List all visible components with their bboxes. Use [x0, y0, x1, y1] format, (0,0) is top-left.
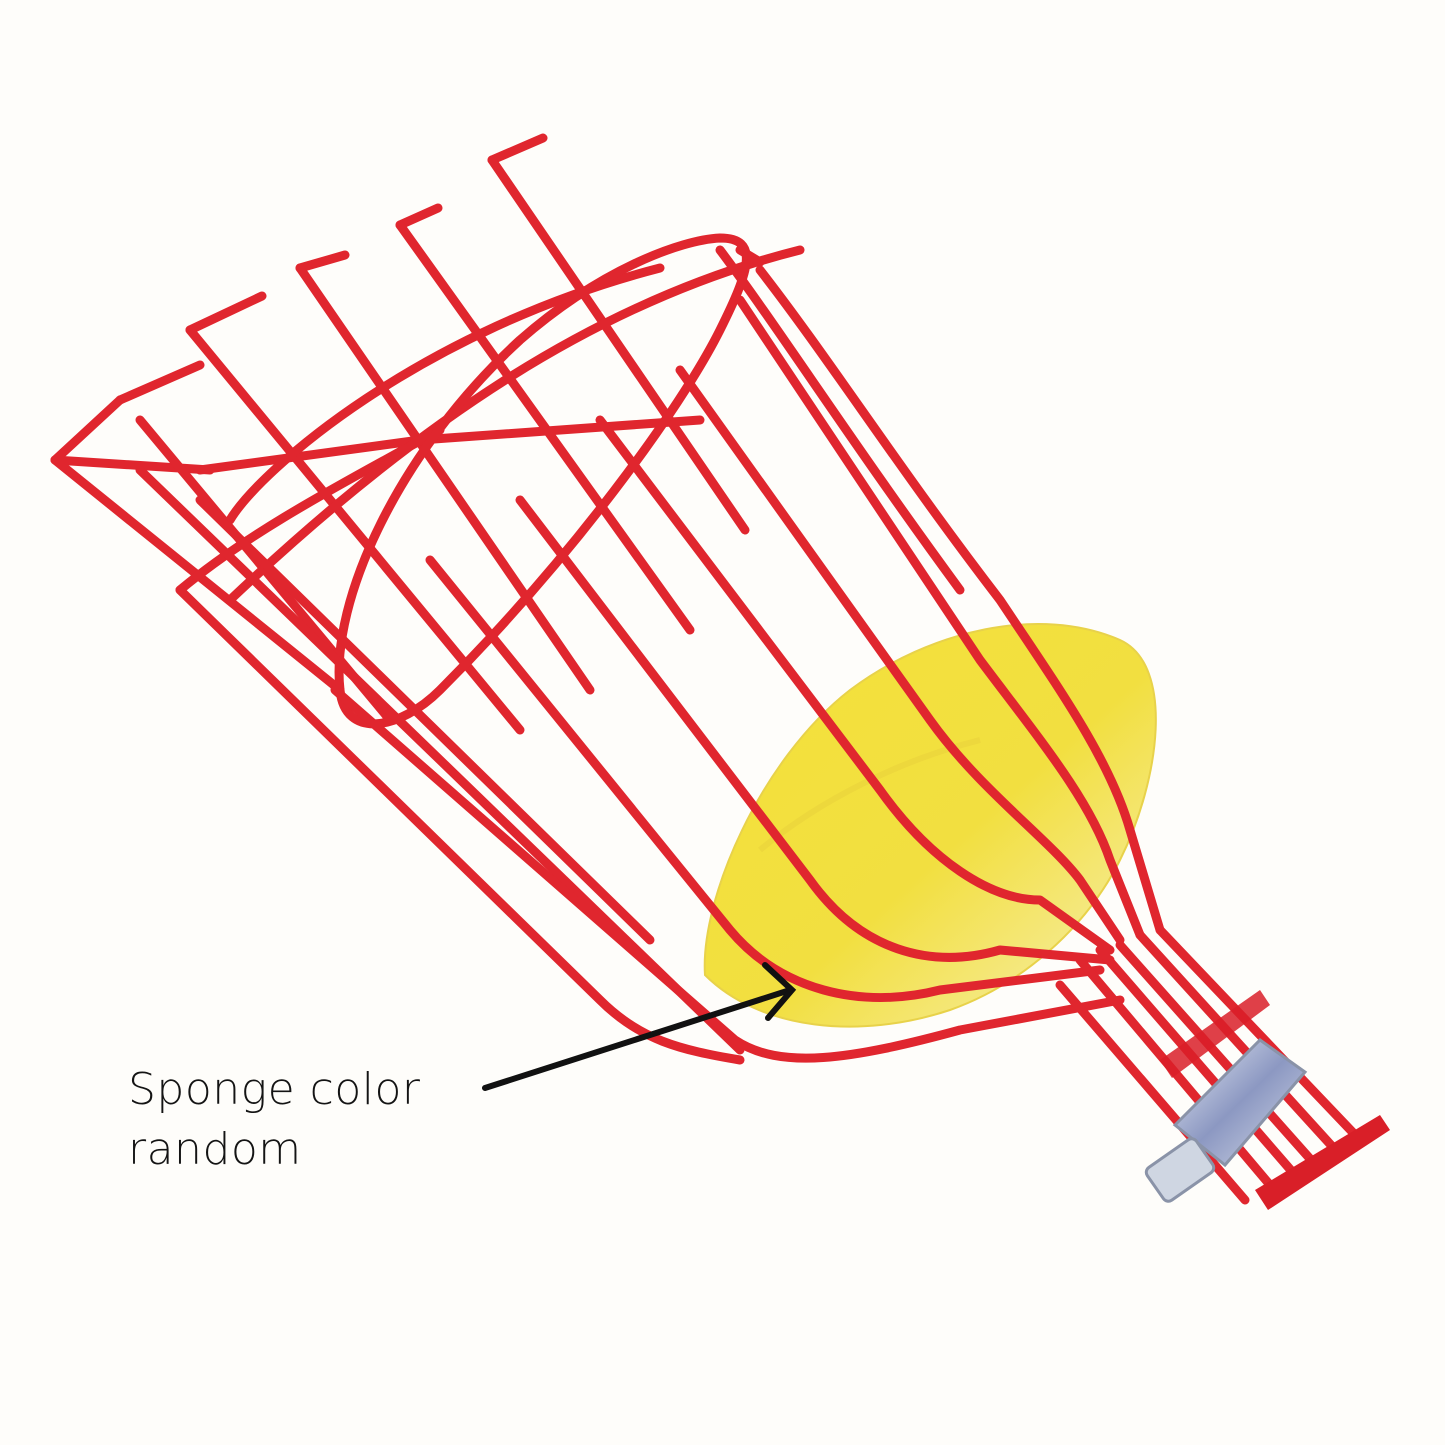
- wire-cage: [50, 133, 1365, 1205]
- caption-line-1: Sponge color: [128, 1064, 421, 1115]
- annotation-arrow: [482, 962, 797, 1091]
- sponge: [703, 623, 1157, 1028]
- sponge-color-caption: Sponge color random: [128, 1060, 420, 1180]
- metal-hose-clamp: [1144, 1038, 1308, 1203]
- handle-end: [1160, 990, 1390, 1210]
- caption-line-2: random: [128, 1124, 302, 1175]
